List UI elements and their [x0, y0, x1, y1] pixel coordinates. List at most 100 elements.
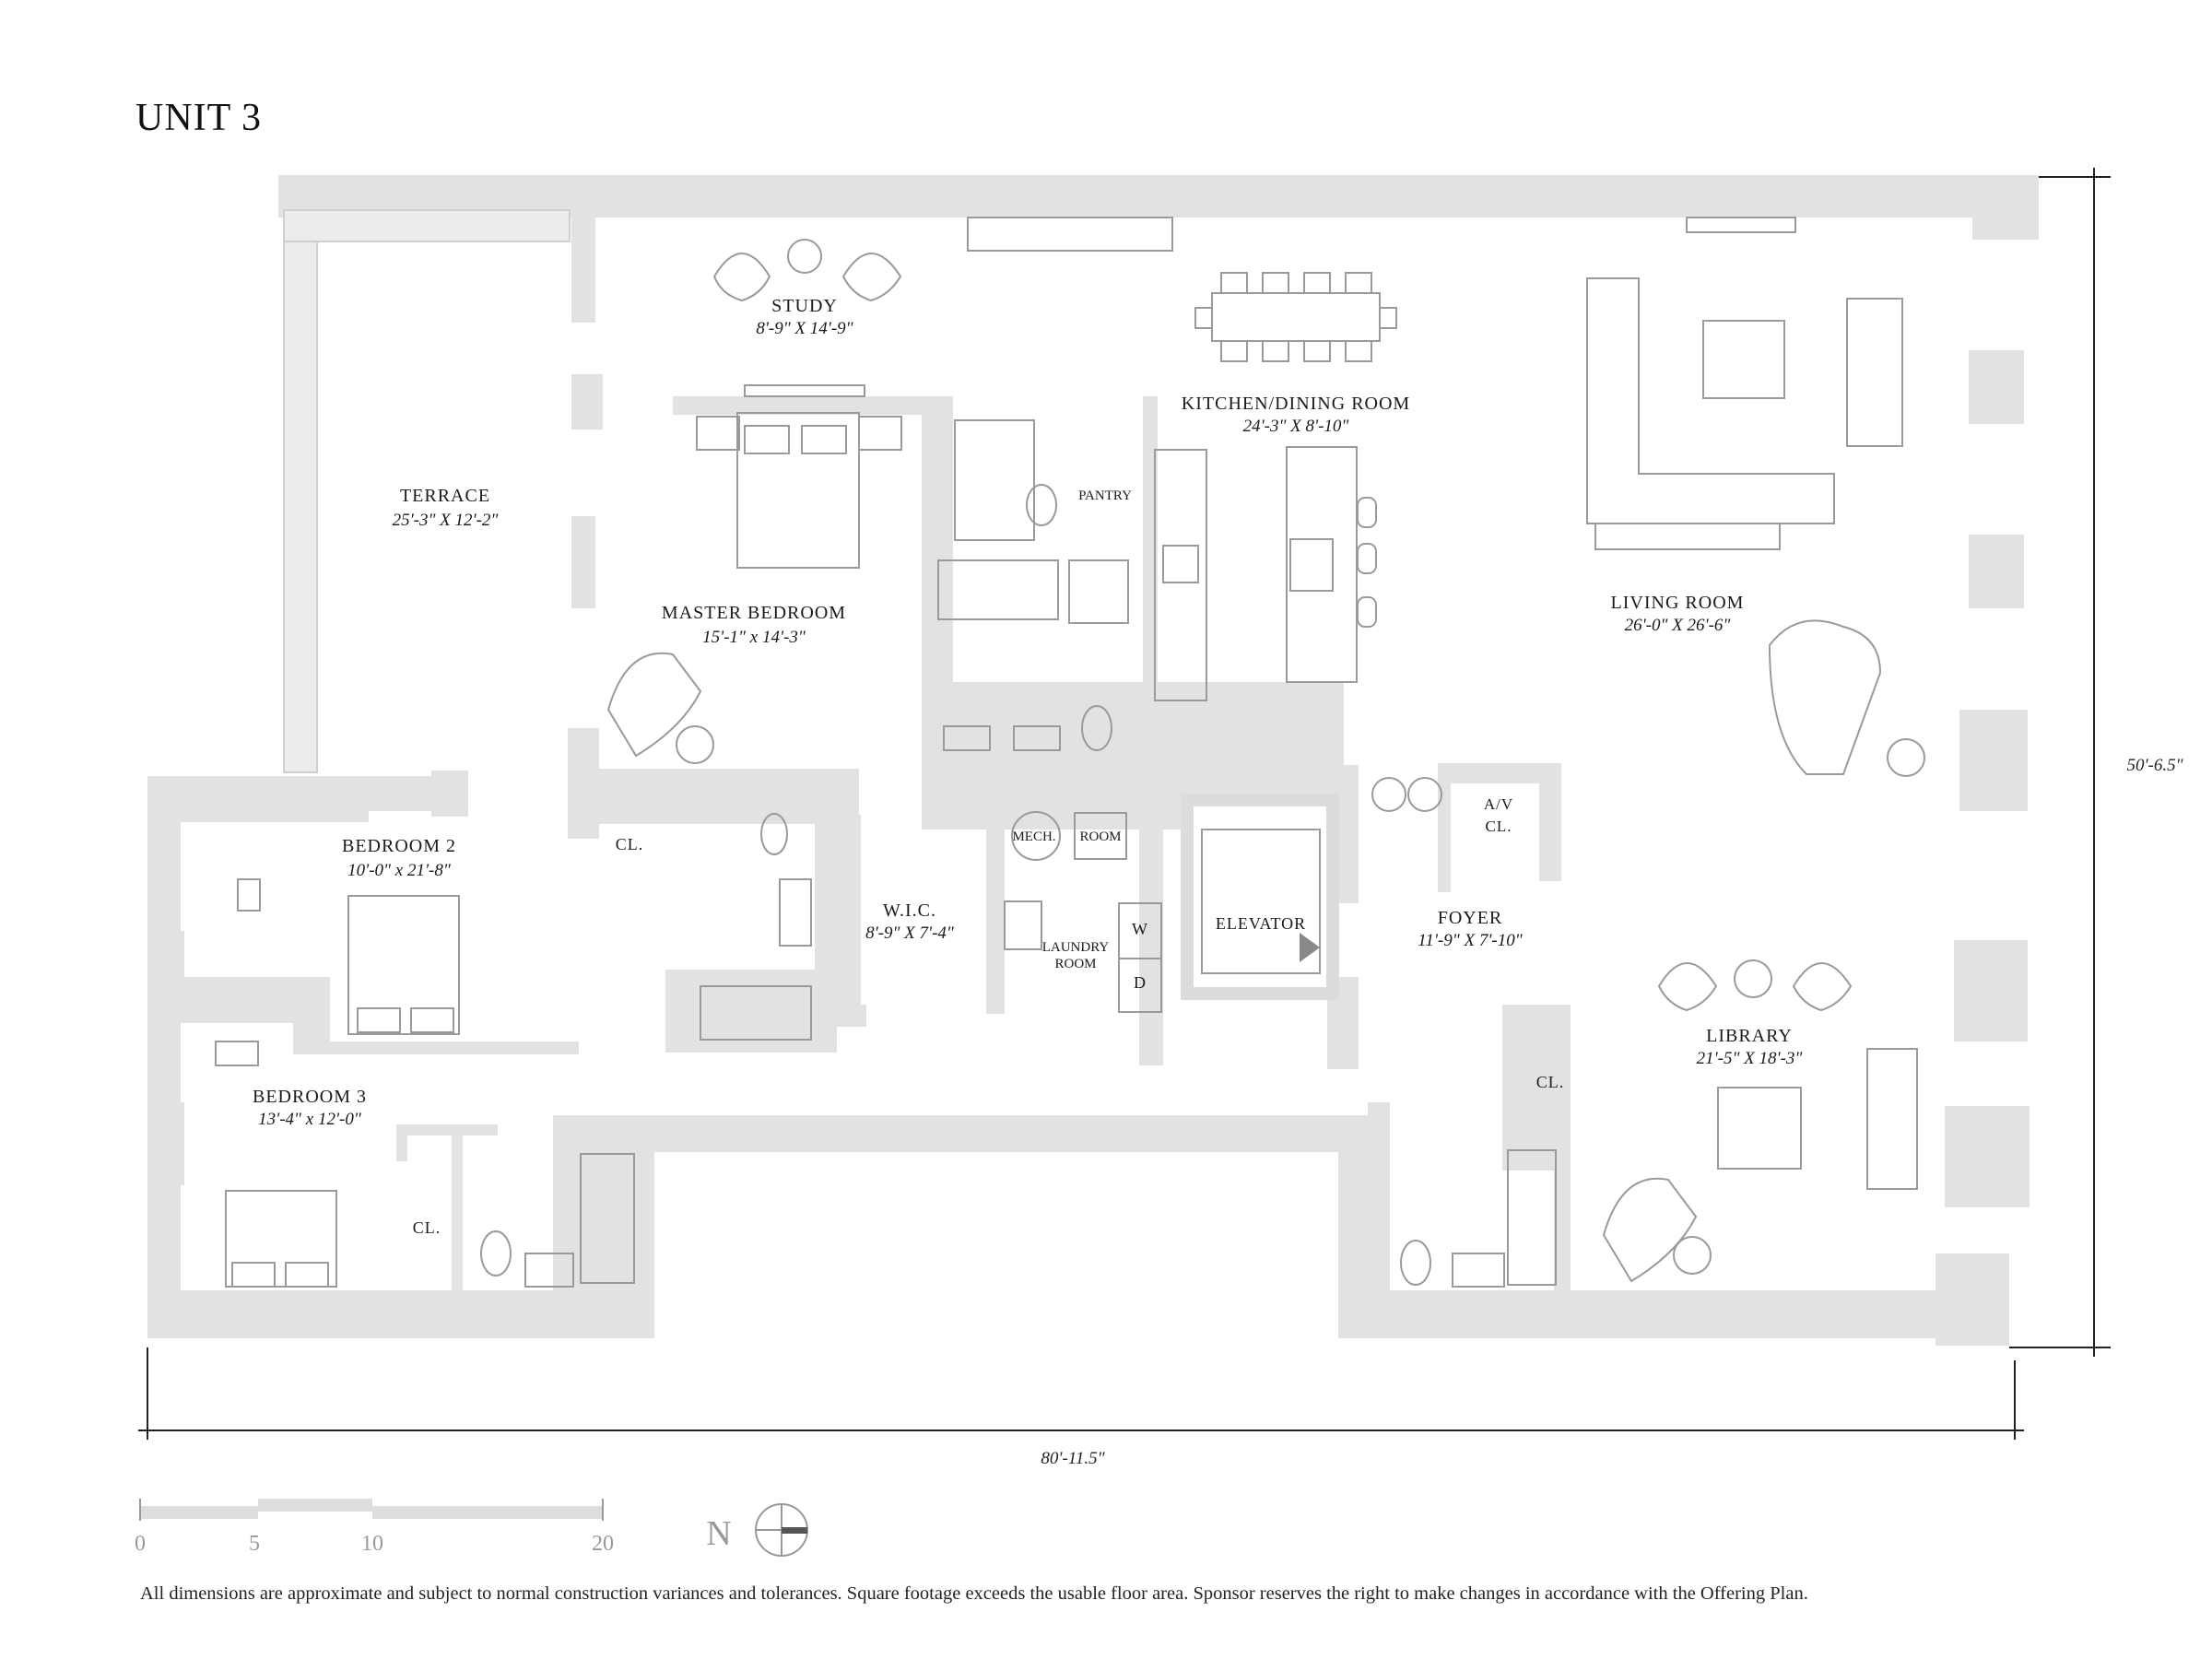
library-table: [1717, 1087, 1802, 1170]
washer-label: W: [1132, 920, 1148, 938]
br2-tub: [700, 985, 812, 1041]
elevator-label: ELEVATOR: [1216, 914, 1306, 933]
depth-dimension-label: 50'-6.5": [2126, 756, 2183, 775]
piano-stool: [1887, 738, 1925, 777]
lib-tub: [1507, 1149, 1557, 1286]
library-lounge-chair: [1602, 1177, 1698, 1283]
elevator-car: [1201, 829, 1321, 974]
master-shower-2: [1068, 559, 1129, 624]
dryer: [1118, 958, 1162, 1013]
desk-chair-3: [215, 1041, 259, 1066]
library-name: LIBRARY: [1706, 1026, 1793, 1046]
scale-tick-10: 10: [361, 1532, 383, 1556]
north-arrow: N: [706, 1503, 808, 1557]
elevator-arrow-icon: [1300, 933, 1320, 962]
master-bedroom-name: MASTER BEDROOM: [662, 603, 846, 623]
master-bed: [736, 412, 860, 569]
closet-library: CL.: [1536, 1073, 1565, 1091]
bed-2: [347, 895, 460, 1035]
av-label-2: CL.: [1486, 818, 1512, 835]
wic-name: W.I.C.: [883, 900, 936, 921]
master-vanity: [1013, 725, 1061, 751]
scale-tick-0: 0: [135, 1532, 146, 1556]
fireplace: [1686, 217, 1796, 233]
furniture: [215, 217, 1925, 1288]
bed-3: [225, 1190, 337, 1288]
kitchen-island: [1286, 446, 1358, 683]
bedroom3-name: BEDROOM 3: [253, 1087, 367, 1107]
br3-vanity: [524, 1253, 574, 1288]
scale-tick-5: 5: [249, 1532, 260, 1556]
av-closet-equipment: [1407, 777, 1442, 812]
mech-label: MECH.: [1012, 830, 1055, 844]
library-chair-left: [1657, 962, 1718, 1012]
bedroom3-dims: 13'-4" x 12'-0": [258, 1110, 362, 1129]
study-chair-right: [841, 253, 902, 302]
sectional-sofa: [1586, 277, 1835, 524]
pantry-label: PANTRY: [1078, 488, 1132, 503]
dimension-lines: 80'-11.5" 50'-6.5": [138, 168, 2184, 1468]
terrace-planter-left: [283, 209, 318, 773]
master-shower: [954, 419, 1035, 541]
wic-dims: 8'-9" X 7'-4": [865, 924, 955, 943]
study-chair-left: [712, 253, 771, 302]
wall-bottom-right: [1338, 1290, 2002, 1338]
br2-toilet: [760, 813, 788, 855]
terrace-planter-top: [283, 209, 571, 242]
foyer-dims: 11'-9" X 7'-10": [1418, 931, 1523, 950]
scale-tick-20: 20: [592, 1532, 614, 1556]
wall-left: [147, 776, 181, 1338]
bar-stools: [1357, 497, 1377, 628]
br3-tub: [580, 1153, 635, 1284]
lounge-chair: [606, 652, 702, 758]
room-labels: TERRACE 25'-3" X 12'-2" STUDY 8'-9" X 14…: [253, 296, 1803, 1237]
laundry-label-1: LAUNDRY: [1042, 940, 1110, 955]
library-chair-right: [1792, 962, 1853, 1012]
library-side-table: [1734, 959, 1772, 998]
dining-table: [1211, 292, 1381, 342]
dining-chairs: [1194, 272, 1397, 362]
br2-vanity: [779, 878, 812, 947]
grand-piano: [1768, 619, 1882, 775]
study-dims: 8'-9" X 14'-9": [756, 319, 853, 338]
side-table: [676, 725, 714, 764]
study-table: [787, 239, 822, 274]
terrace-dims: 25'-3" X 12'-2": [393, 511, 500, 530]
cooktop: [1289, 538, 1334, 592]
foyer-name: FOYER: [1438, 908, 1503, 928]
wall-right-top: [1972, 175, 2039, 240]
bedroom2-name: BEDROOM 2: [342, 836, 456, 856]
closet-br2: CL.: [616, 835, 644, 853]
master-headboard-shelf: [744, 384, 865, 397]
master-toilet-2: [1081, 705, 1112, 751]
disclaimer-footnote: All dimensions are approximate and subje…: [140, 1583, 1808, 1604]
kitchen-counter: [1154, 449, 1207, 701]
mech-unit: [1011, 811, 1061, 861]
master-tub: [937, 559, 1059, 620]
nightstand-right: [858, 416, 902, 451]
wall-bottom-middle: [553, 1115, 1381, 1152]
kitchen-name: KITCHEN/DINING ROOM: [1182, 394, 1410, 414]
br3-toilet: [480, 1230, 512, 1277]
bedroom2-dims: 10'-0" x 21'-8": [347, 861, 452, 880]
library-sofa: [1866, 1048, 1918, 1190]
scale-bar: 0 5 10 20: [135, 1499, 614, 1556]
kitchen-sink: [1162, 545, 1199, 583]
av-label-1: A/V: [1484, 795, 1513, 813]
library-dims: 21'-5" X 18'-3": [1697, 1049, 1804, 1068]
armchair-sofa: [1846, 298, 1903, 447]
living-room-dims: 26'-0" X 26'-6": [1625, 616, 1732, 635]
study-shelf: [967, 217, 1173, 252]
lib-vanity: [1452, 1253, 1505, 1288]
nightstand-left: [696, 416, 740, 451]
closet-br3: CL.: [413, 1218, 441, 1237]
study-name: STUDY: [771, 296, 838, 316]
living-room-name: LIVING ROOM: [1611, 593, 1745, 613]
north-label: N: [706, 1514, 731, 1553]
elevator-shaft: [1181, 794, 1339, 1000]
master-toilet: [1026, 484, 1057, 526]
laundry-sink: [1004, 900, 1042, 950]
kitchen-dims: 24'-3" X 8'-10": [1243, 417, 1350, 436]
laundry-label-2: ROOM: [1054, 957, 1096, 971]
